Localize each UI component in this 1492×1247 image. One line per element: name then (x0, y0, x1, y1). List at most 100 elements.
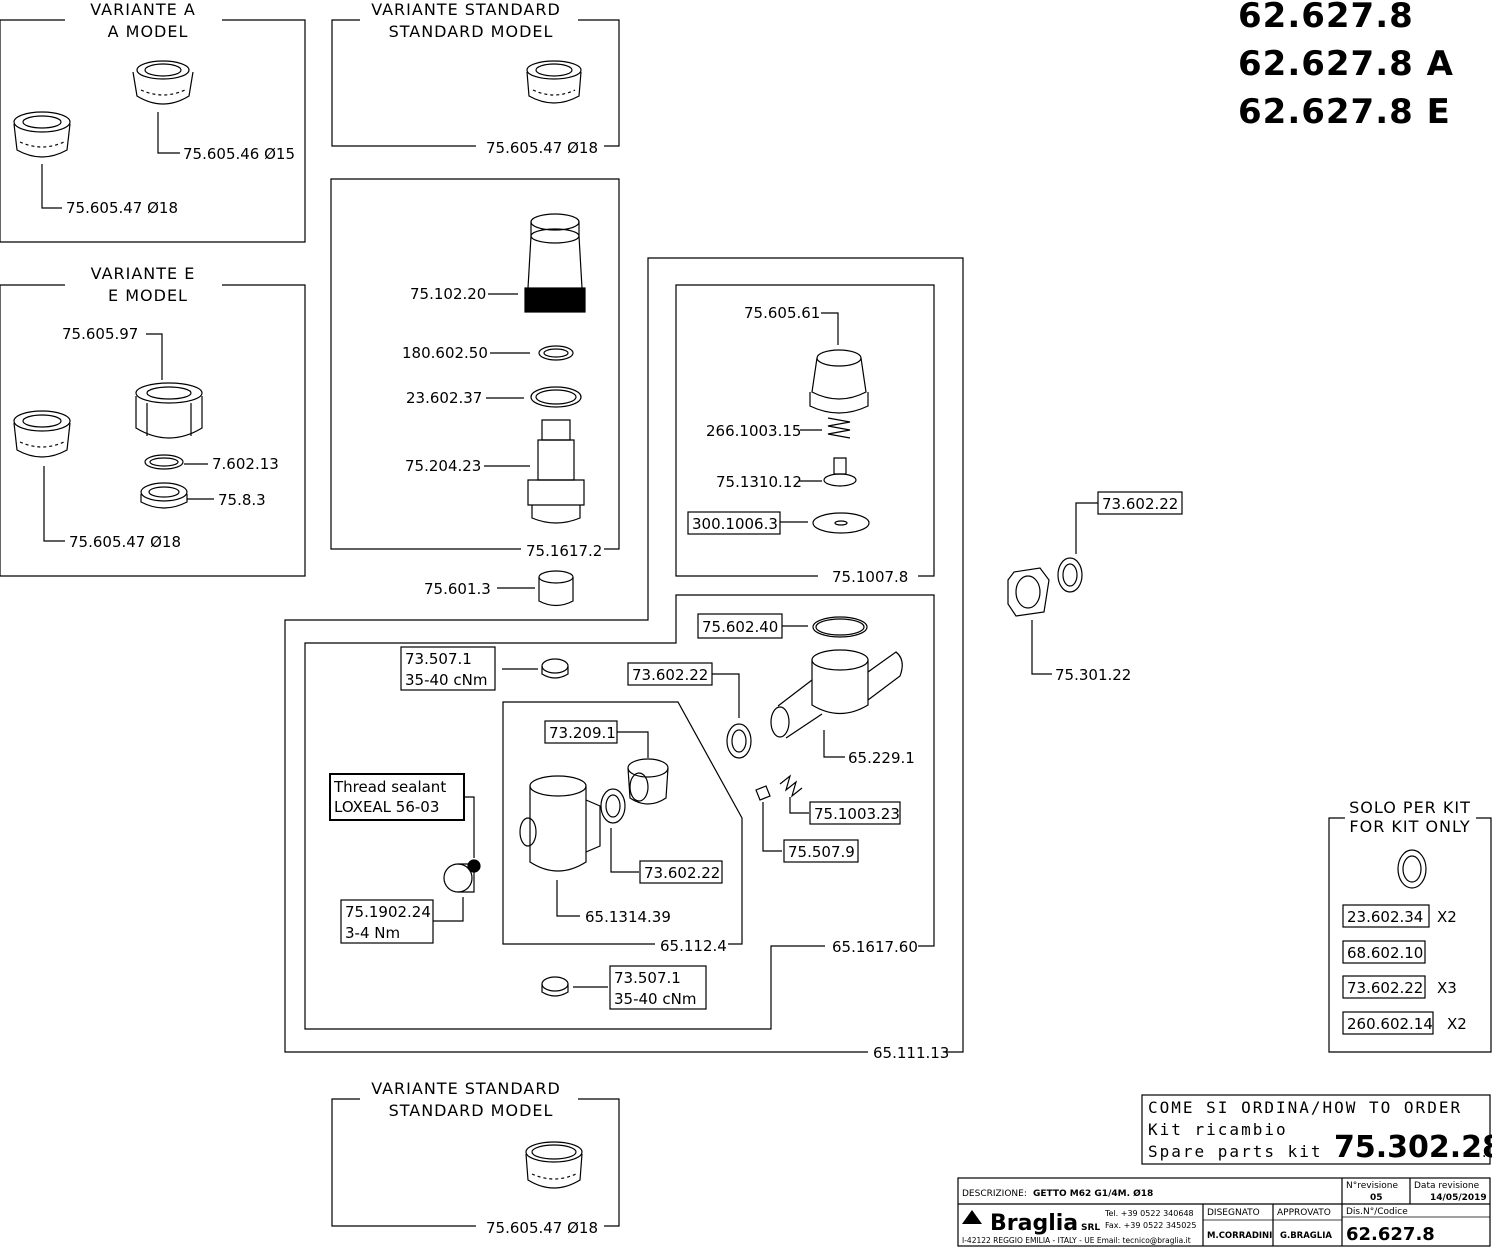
boxed-part-label (1342, 904, 1430, 928)
disc-icon (812, 512, 870, 534)
sealant-note: Thread sealant (333, 778, 446, 796)
order-kit-code: 75.302.28 (1334, 1130, 1492, 1165)
variante-standard-subtitle: STANDARD MODEL (389, 1101, 554, 1120)
kit-item-code: 73.602.22 (1347, 979, 1423, 997)
kit-only-subtitle: FOR KIT ONLY (1349, 817, 1470, 836)
kit-only-title: SOLO PER KIT (1349, 798, 1471, 817)
plug-icon (443, 863, 475, 893)
assembly-65-112-4: 65.112.4 73.209.1 73.602.22 65.1314.39 (502, 701, 743, 955)
boxed-part-label (400, 646, 496, 691)
order-box: COME SI ORDINA/HOW TO ORDER Kit ricambio… (1141, 1094, 1492, 1165)
fax: Fax. +39 0522 345025 (1105, 1221, 1196, 1230)
part-label: 300.1006.3 (692, 515, 778, 533)
order-spare-label: Spare parts kit (1148, 1142, 1323, 1161)
part-label: 23.602.37 (406, 389, 482, 407)
part-label: 75.507.9 (788, 843, 855, 861)
drawing-codes: 62.627.8 62.627.8 A 62.627.8 E (1238, 0, 1454, 132)
revision-date-label: Data revisione (1414, 1181, 1480, 1191)
part-label: 75.1310.12 (716, 473, 802, 491)
address: I-42122 REGGIO EMILIA - ITALY - UE Email… (962, 1236, 1191, 1245)
variante-e-box: VARIANTE E E MODEL 75.605.97 7.602.13 75… (0, 264, 306, 577)
washer-icon (1057, 557, 1083, 593)
part-label: 75.601.3 (424, 580, 491, 598)
screw-icon (541, 658, 569, 679)
valve-head-icon (809, 349, 869, 414)
variante-standard-title: VARIANTE STANDARD (371, 0, 561, 19)
order-kit-code-dot: . (1482, 1145, 1486, 1161)
drawing-code-label: Dis.N°/Codice (1346, 1207, 1408, 1217)
order-title: COME SI ORDINA/HOW TO ORDER (1148, 1098, 1462, 1117)
torque-label: 35-40 cNm (405, 671, 487, 689)
variante-a-box: VARIANTE A A MODEL 75.605.46 Ø15 75.605.… (0, 0, 306, 243)
o-ring-icon (812, 616, 868, 638)
nut-group: 73.602.22 75.301.22 (1007, 491, 1183, 684)
assembly-label: 65.112.4 (660, 937, 727, 955)
nut-icon (135, 382, 203, 439)
braglia-logo-icon (962, 1210, 982, 1224)
assembly-75-1617-2: 75.102.20 180.602.50 23.602.37 75.204.23… (330, 178, 620, 560)
pin-icon (823, 457, 857, 487)
valve-cartridge-icon (527, 419, 585, 524)
kit-item-code: 23.602.34 (1347, 908, 1423, 926)
kit-item-qty: X2 (1447, 1015, 1467, 1033)
variante-standard-top-box: VARIANTE STANDARD STANDARD MODEL 75.605.… (331, 0, 620, 157)
code-a: 62.627.8 A (1238, 44, 1454, 84)
part-label: 73.507.1 (405, 650, 472, 668)
description-value: GETTO M62 G1/4M. Ø18 (1033, 1188, 1153, 1199)
part-label: 75.605.47 Ø18 (66, 199, 178, 217)
part-label: 75.8.3 (218, 491, 266, 509)
kit-item-code: 68.602.10 (1347, 944, 1423, 962)
assembly-label: 65.1617.60 (832, 938, 918, 956)
part-label: 75.605.97 (62, 325, 138, 343)
pin-icon (755, 785, 771, 801)
part-label: 73.602.22 (1102, 495, 1178, 513)
part-label: 65.1314.39 (585, 908, 671, 926)
variante-a-title: VARIANTE A (90, 0, 196, 19)
approved-label: APPROVATO (1277, 1208, 1331, 1218)
nut-icon (132, 60, 194, 105)
fitting-icon (524, 213, 586, 313)
revision-date-value: 14/05/2019 (1430, 1193, 1487, 1203)
washer-icon (144, 454, 184, 470)
nut-icon (13, 410, 71, 458)
torque-label: 3-4 Nm (345, 924, 400, 942)
valve-body-icon (770, 649, 903, 739)
variante-standard-bottom-box: VARIANTE STANDARD STANDARD MODEL 75.605.… (331, 1079, 620, 1237)
part-label: 73.602.22 (644, 864, 720, 882)
revision-label: N°revisione (1346, 1181, 1398, 1191)
revision-value: 05 (1370, 1193, 1383, 1203)
part-label: 73.209.1 (549, 724, 616, 742)
variante-standard-subtitle: STANDARD MODEL (389, 22, 554, 41)
part-label: 73.507.1 (614, 969, 681, 987)
code-standard: 62.627.8 (1238, 0, 1414, 36)
part-label: 75.605.47 Ø18 (486, 1219, 598, 1237)
boxed-part-label (783, 839, 859, 863)
boxed-part-label (1342, 940, 1426, 964)
drawing-code-value: 62.627.8 (1346, 1224, 1435, 1245)
boxed-part-label (639, 860, 723, 884)
valve-body-icon (519, 775, 601, 872)
brand-suffix: SRL (1081, 1223, 1100, 1233)
part-label: 75.605.61 (744, 304, 820, 322)
part-label: 7.602.13 (212, 455, 279, 473)
order-kit-label: Kit ricambio (1148, 1120, 1288, 1139)
spring-icon (827, 417, 851, 439)
nut-icon (525, 1141, 583, 1189)
spring-icon (779, 774, 803, 798)
part-label: 75.301.22 (1055, 666, 1131, 684)
title-block: DESCRIZIONE: GETTO M62 G1/4M. Ø18 N°revi… (957, 1177, 1491, 1247)
drawn-value: M.CORRADINI (1207, 1231, 1272, 1241)
part-label: 75.605.47 Ø18 (69, 533, 181, 551)
washer-icon (1397, 849, 1427, 889)
boxed-part-label (687, 511, 781, 535)
kit-item-qty: X2 (1437, 908, 1457, 926)
washer-icon (726, 723, 752, 759)
assembly-label: 65.111.13 (873, 1044, 949, 1062)
assembly-65-111-13: 65.111.13 (284, 257, 964, 1062)
brand-name: Braglia (990, 1211, 1078, 1236)
variante-e-subtitle: E MODEL (108, 286, 188, 305)
telephone: Tel. +39 0522 340648 (1104, 1209, 1194, 1218)
part-label: 75.102.20 (410, 285, 486, 303)
assembly-65-1617-60: 65.1617.60 75.602.40 73.602.22 65.229.1 … (304, 594, 935, 1030)
